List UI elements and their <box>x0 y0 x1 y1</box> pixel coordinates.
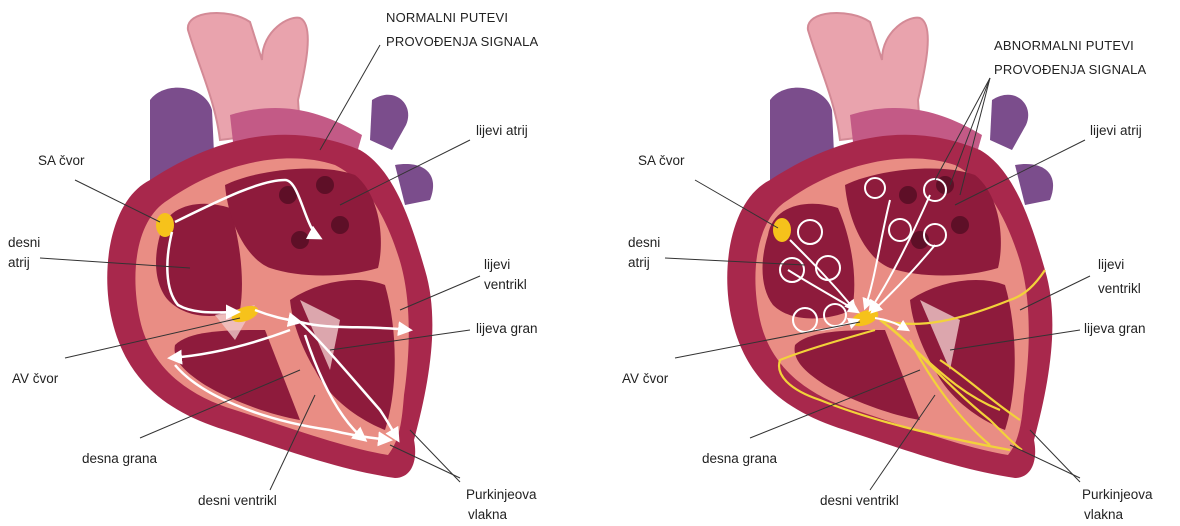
label-right-atrium-line2: atrij <box>8 254 30 271</box>
label-purkinje-line2: vlakna <box>468 506 507 523</box>
label-right-atrium-line1: desni <box>628 234 660 251</box>
label-right-atrium-line1: desni <box>8 234 40 251</box>
normal-conduction-diagram: NORMALNI PUTEVI PROVOĐENJA SIGNALA SA čv… <box>0 0 590 526</box>
label-sa-node: SA čvor <box>638 152 685 169</box>
heading-line-2: PROVOĐENJA SIGNALA <box>994 60 1146 80</box>
label-sa-node: SA čvor <box>38 152 85 169</box>
abnormal-conduction-diagram: ABNORMALNI PUTEVI PROVOĐENJA SIGNALA SA … <box>590 0 1180 526</box>
label-right-ventricle: desni ventrikl <box>198 492 277 509</box>
label-left-bundle: lijeva gran <box>1084 320 1146 337</box>
label-purkinje-line1: Purkinjeova <box>1082 486 1153 503</box>
label-left-ventricle-line2: ventrikl <box>484 276 527 293</box>
label-purkinje-line1: Purkinjeova <box>466 486 537 503</box>
label-right-bundle: desna grana <box>82 450 157 467</box>
heading-line-1: NORMALNI PUTEVI <box>386 8 508 28</box>
label-right-bundle: desna grana <box>702 450 777 467</box>
label-left-ventricle-line2: ventrikl <box>1098 280 1141 297</box>
label-av-node: AV čvor <box>622 370 668 387</box>
label-left-ventricle-line1: lijevi <box>1098 256 1124 273</box>
label-right-atrium-line2: atrij <box>628 254 650 271</box>
label-left-ventricle-line1: lijevi <box>484 256 510 273</box>
heading-line-1: ABNORMALNI PUTEVI <box>994 36 1134 56</box>
label-left-atrium: lijevi atrij <box>1090 122 1142 139</box>
label-left-atrium: lijevi atrij <box>476 122 528 139</box>
label-right-ventricle: desni ventrikl <box>820 492 899 509</box>
pulmonary-vein-top <box>370 95 408 150</box>
label-av-node: AV čvor <box>12 370 58 387</box>
heading-line-2: PROVOĐENJA SIGNALA <box>386 32 538 52</box>
label-left-bundle: lijeva gran <box>476 320 538 337</box>
pulmonary-vein-side <box>395 164 433 205</box>
label-purkinje-line2: vlakna <box>1084 506 1123 523</box>
